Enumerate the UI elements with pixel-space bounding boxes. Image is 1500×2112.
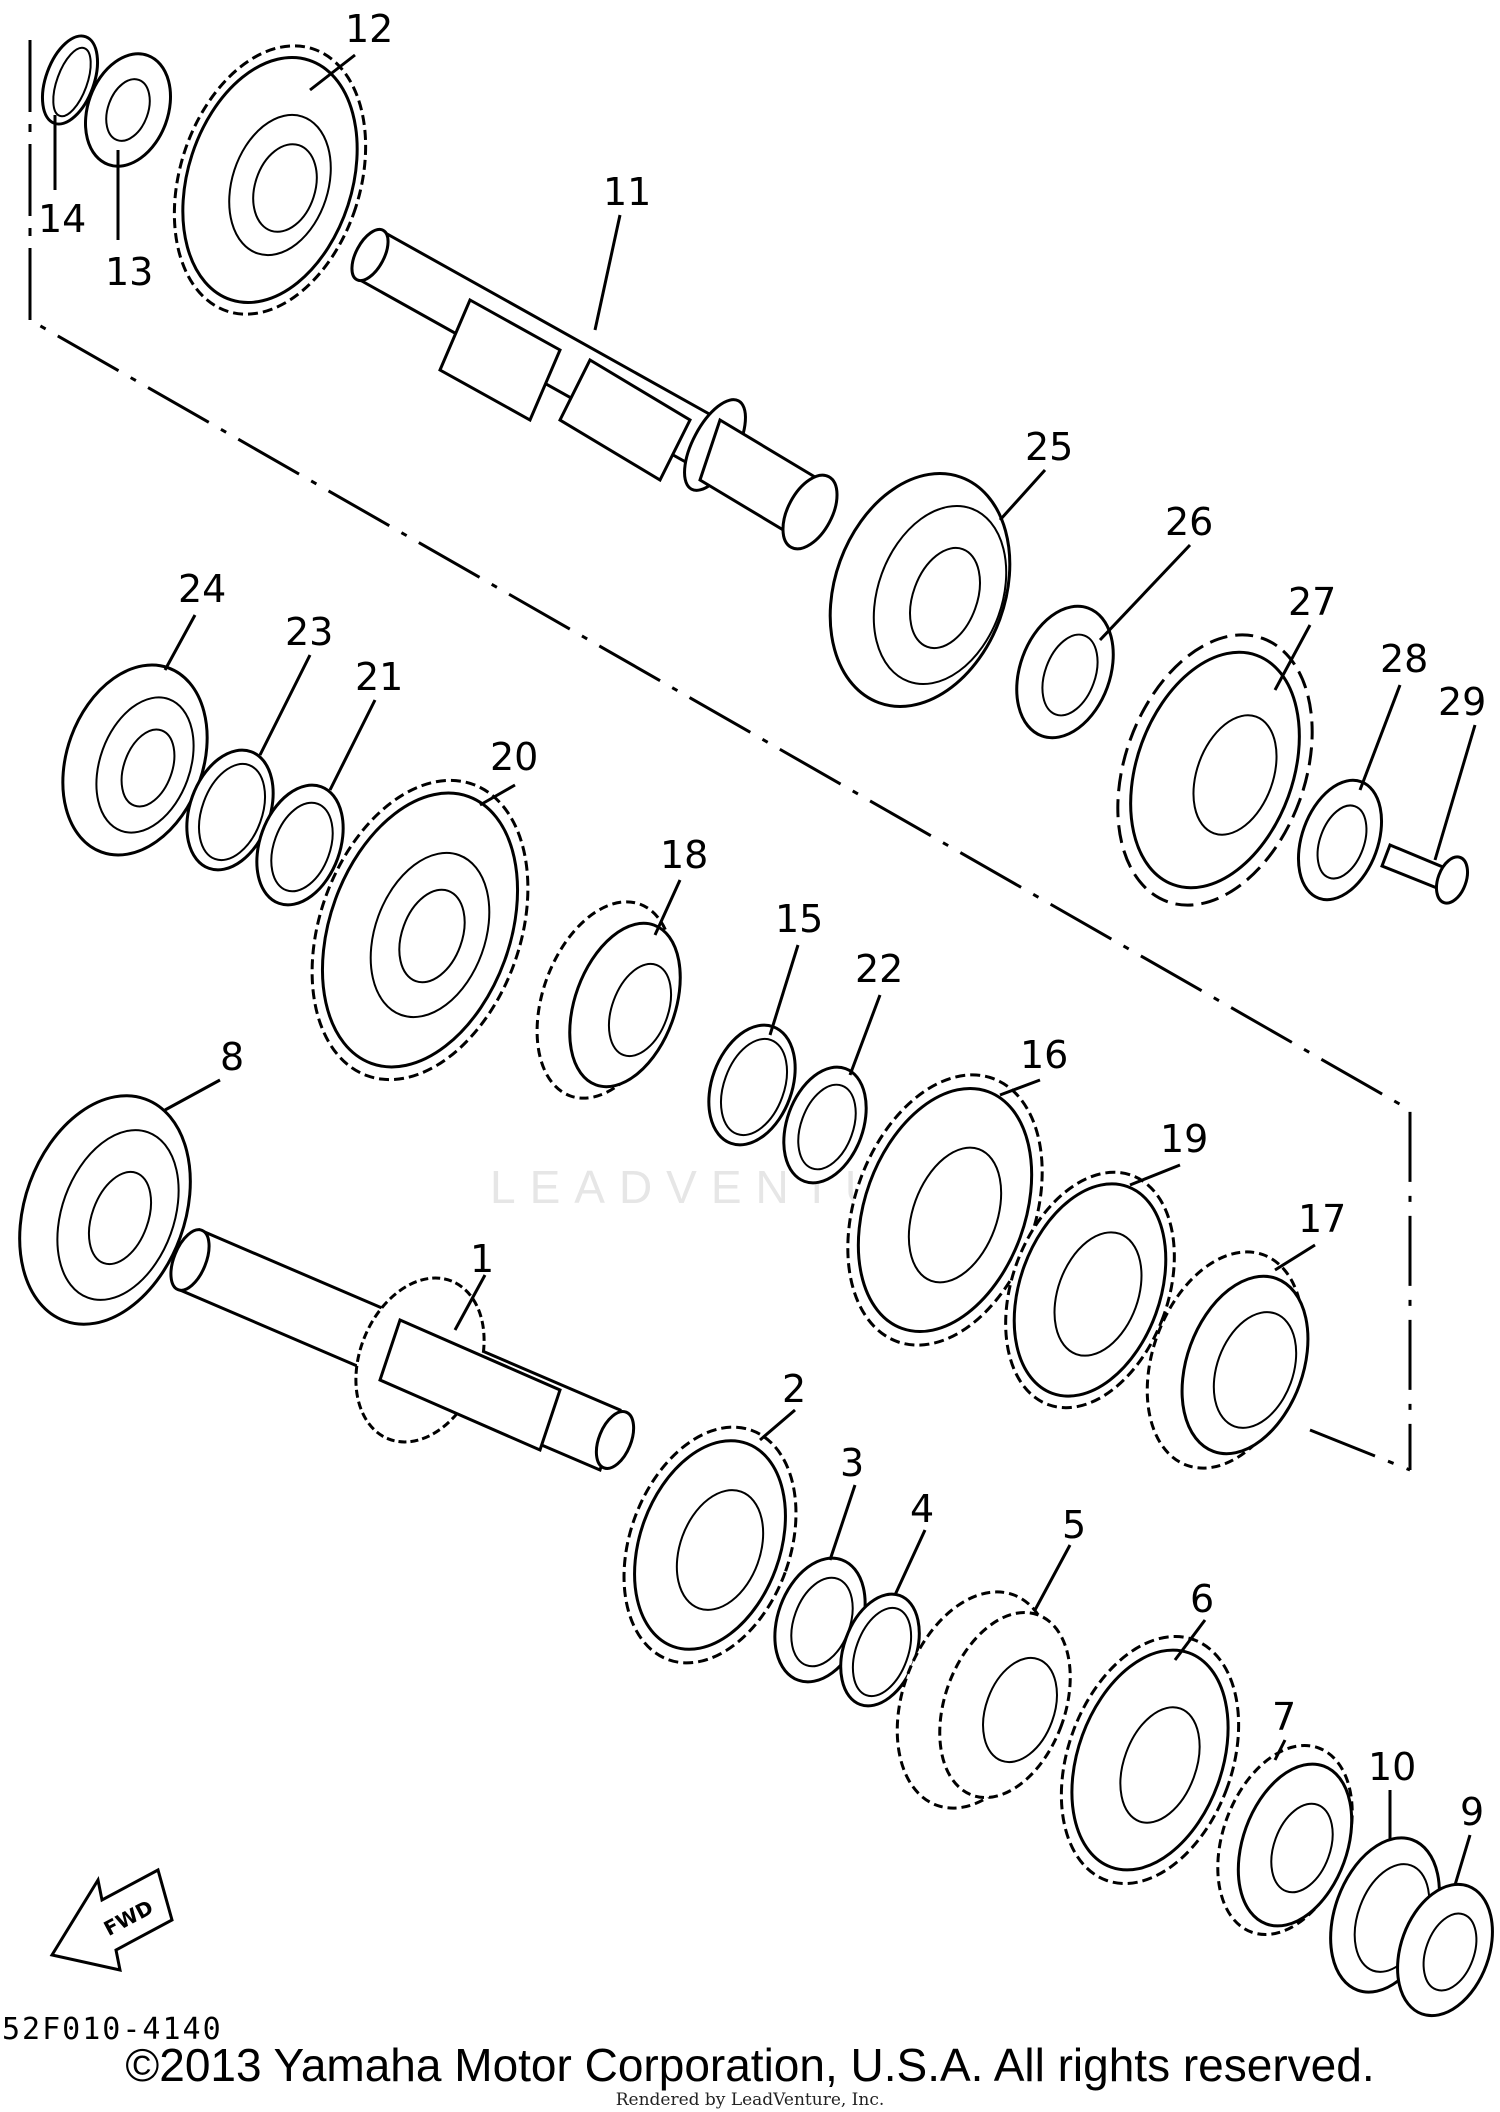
callout-16: 16 [1020, 1033, 1068, 1077]
drive-axle-part-1 [169, 1227, 636, 1473]
bearing-part-24 [61, 663, 209, 857]
oil-seal-part-9 [1396, 1882, 1494, 2018]
callout-13: 13 [105, 250, 153, 294]
washer-part-21 [255, 783, 345, 907]
callout-3: 3 [840, 1441, 864, 1485]
callout-22: 22 [855, 947, 903, 991]
callout-26: 26 [1165, 500, 1213, 544]
callout-14: 14 [38, 197, 86, 241]
gear-part-2 [622, 1425, 798, 1665]
callout-28: 28 [1380, 637, 1428, 681]
callout-18: 18 [660, 833, 708, 877]
lock-washer-part-28 [1296, 778, 1384, 902]
gear-part-7 [1216, 1744, 1354, 1936]
oil-seal-part-26 [1015, 604, 1115, 740]
callout-9: 9 [1460, 1790, 1484, 1834]
callout-29: 29 [1438, 680, 1486, 724]
gear-part-12 [172, 44, 368, 316]
callout-11: 11 [603, 170, 651, 214]
callout-20: 20 [490, 735, 538, 779]
bolt-part-29 [1380, 843, 1470, 905]
fwd-arrow-icon: FWD [49, 1867, 174, 1972]
callout-23: 23 [285, 610, 333, 654]
callout-12: 12 [345, 7, 393, 51]
callout-17: 17 [1298, 1197, 1346, 1241]
callout-4: 4 [910, 1487, 934, 1531]
gear-part-18 [535, 900, 682, 1100]
callout-2: 2 [782, 1367, 806, 1411]
bearing-part-25 [828, 472, 1012, 708]
gear-part-16 [846, 1073, 1044, 1347]
sprocket-part-27 [1116, 633, 1314, 907]
washer-part-13 [83, 52, 173, 168]
rendered-by-credit: Rendered by LeadVenture, Inc. [615, 2090, 885, 2110]
callout-19: 19 [1160, 1117, 1208, 1161]
callout-6: 6 [1190, 1577, 1214, 1621]
callout-labels: 1 2 3 4 5 6 7 8 9 10 11 12 13 14 15 16 1… [38, 7, 1486, 1834]
callout-25: 25 [1025, 425, 1073, 469]
callout-15: 15 [775, 897, 823, 941]
bearing-part-8 [18, 1094, 192, 1326]
callout-5: 5 [1062, 1503, 1086, 1547]
copyright-notice: ©2013 Yamaha Motor Corporation, U.S.A. A… [125, 2039, 1375, 2091]
assembly-boundary [28, 40, 1412, 1472]
callout-27: 27 [1288, 580, 1336, 624]
callout-8: 8 [220, 1035, 244, 1079]
callout-7: 7 [1272, 1695, 1296, 1739]
callout-1: 1 [470, 1237, 494, 1281]
leader-lines [53, 53, 1477, 1886]
callout-24: 24 [178, 567, 226, 611]
callout-21: 21 [355, 655, 403, 699]
gear-part-20 [310, 778, 530, 1082]
gear-part-6 [1059, 1634, 1241, 1886]
callout-10: 10 [1368, 1745, 1416, 1789]
gear-part-19 [1004, 1170, 1176, 1410]
gear-part-5 [895, 1590, 1072, 1810]
main-axle-part-11 [350, 227, 839, 551]
reference-code: 52F010-4140 [2, 2012, 223, 2047]
gear-part-17 [1145, 1250, 1310, 1470]
washer-part-22 [782, 1065, 868, 1185]
